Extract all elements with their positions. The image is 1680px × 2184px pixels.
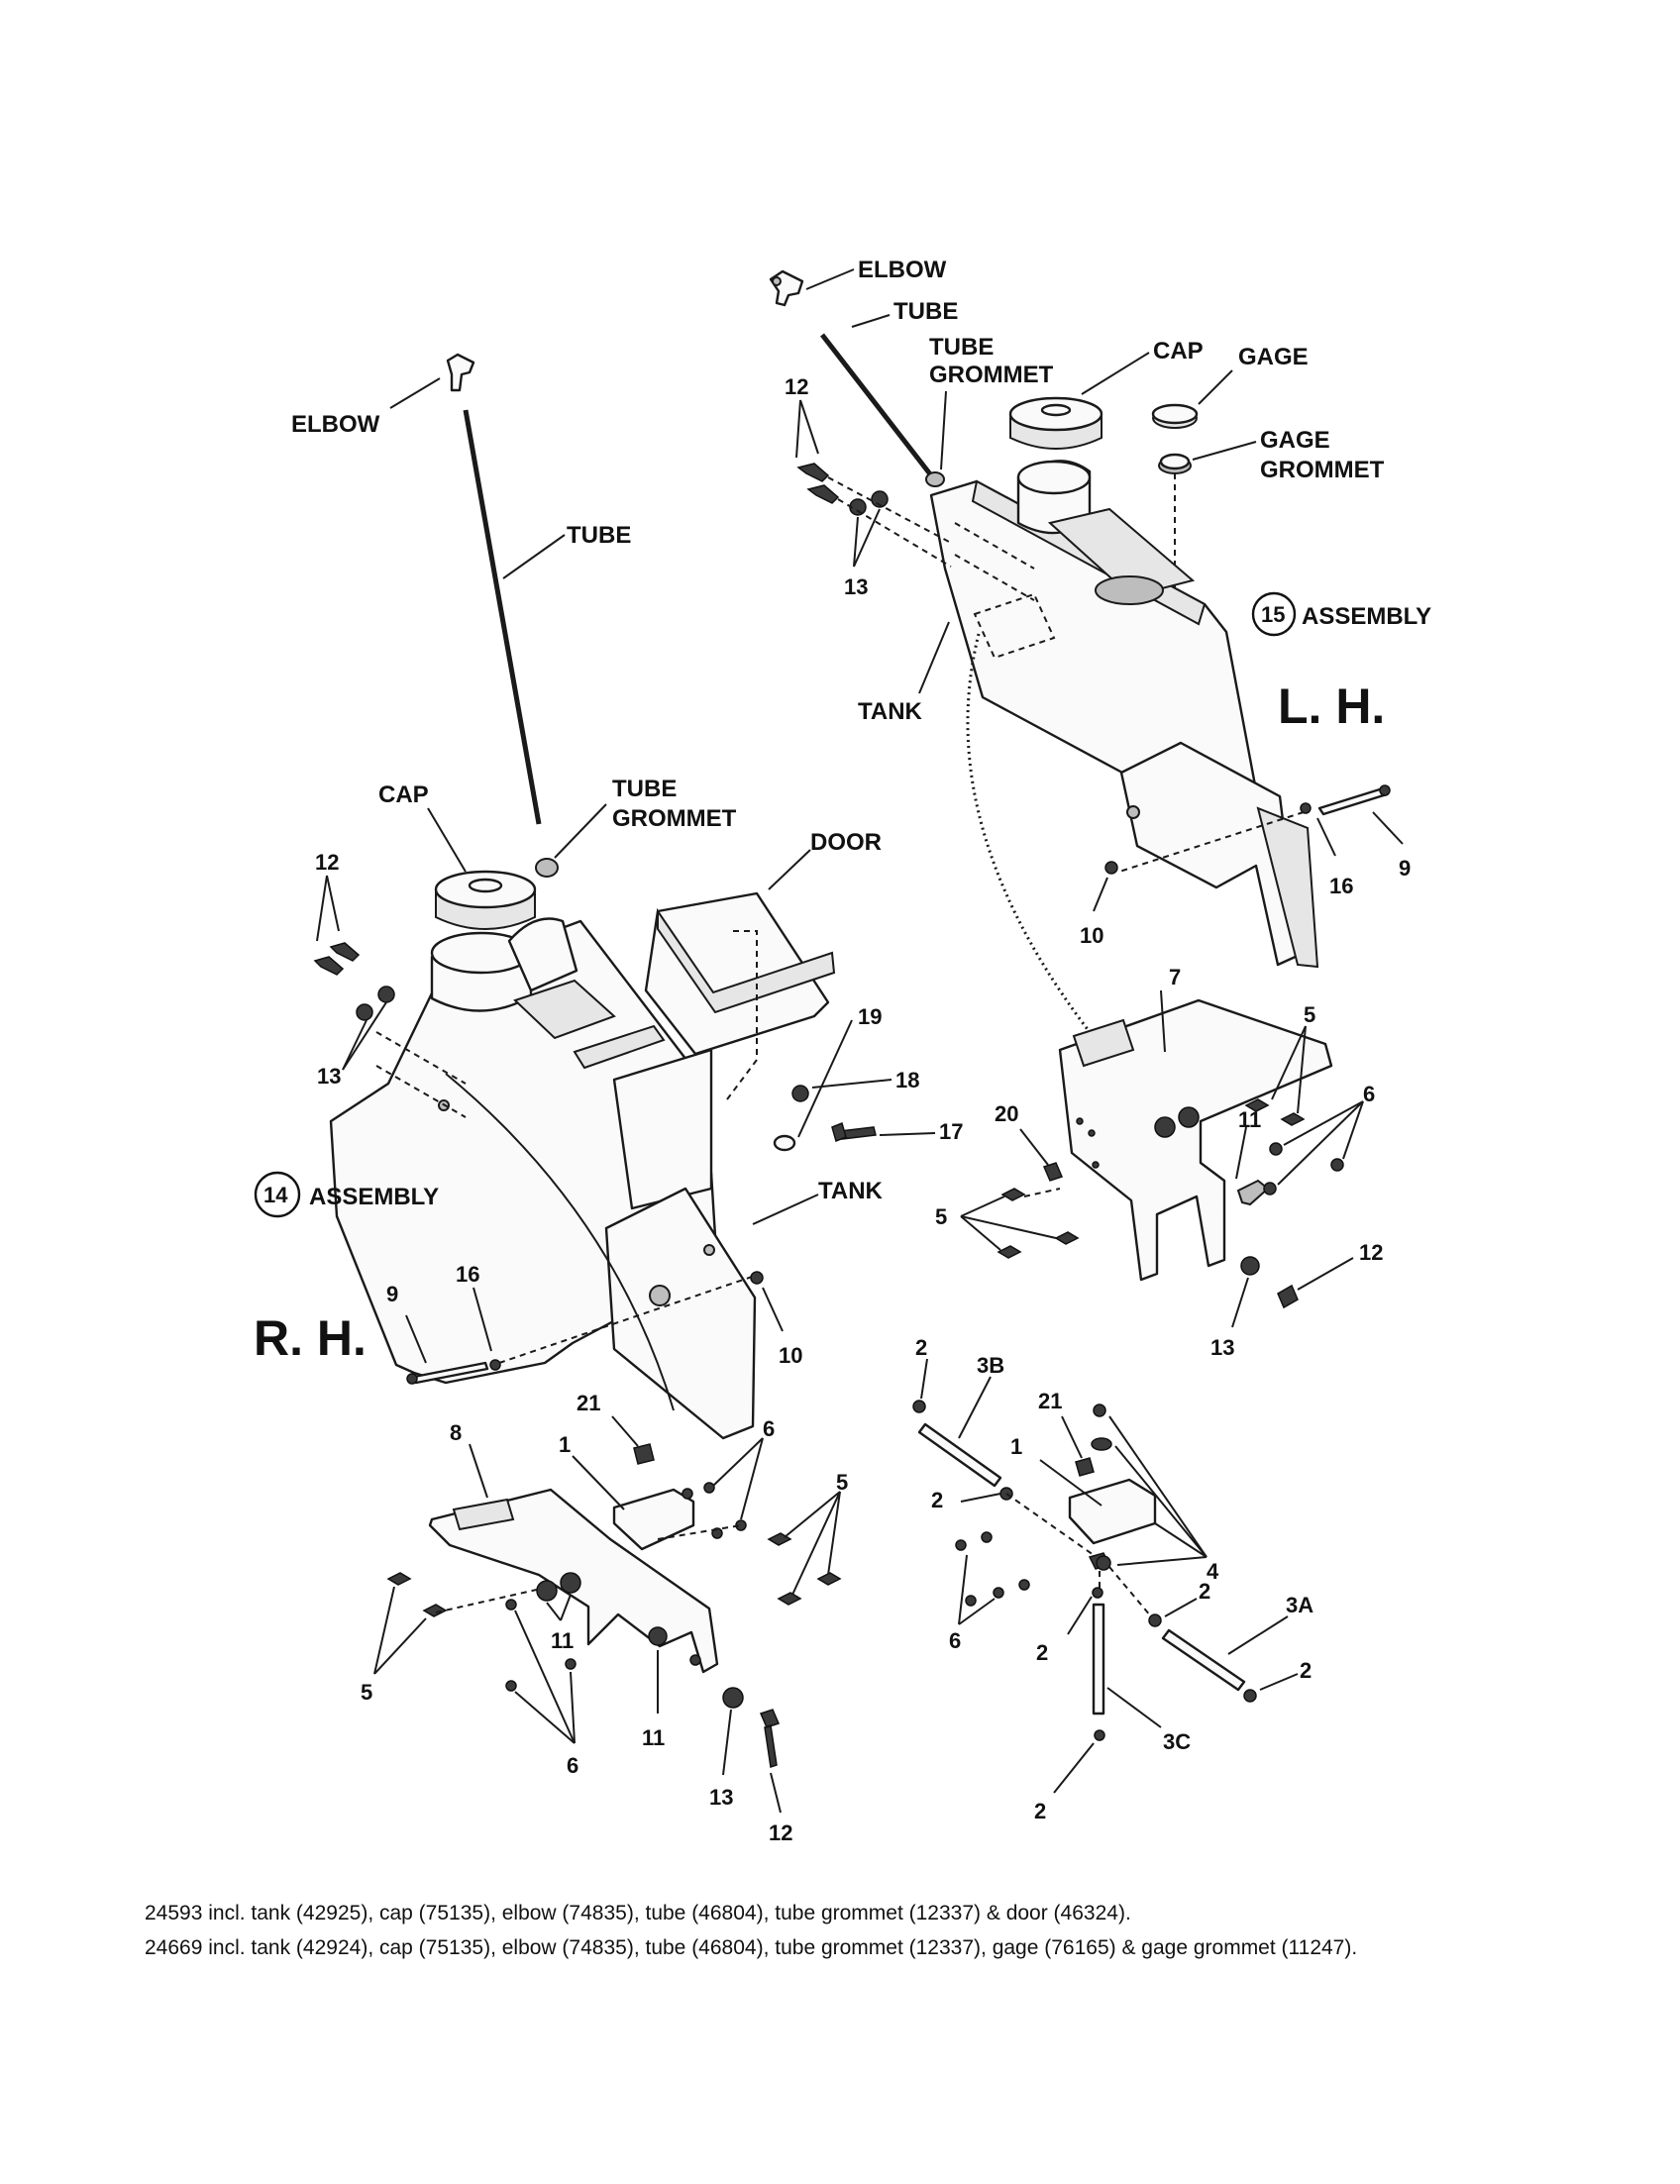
lh-callout-16: 16 <box>1329 874 1353 898</box>
callout-6-left: 6 <box>567 1753 578 1778</box>
callout-1-right: 1 <box>1010 1434 1022 1459</box>
callout-21-right: 21 <box>1038 1389 1062 1413</box>
bracket-8-group: 8 21 1 6 5 5 <box>361 1391 848 1845</box>
lh-elbow-label: ELBOW <box>858 257 947 283</box>
lh-gage-grommet-part <box>1158 453 1192 474</box>
bracket-8-part <box>428 1488 719 1674</box>
callout-4: 4 <box>1207 1559 1219 1584</box>
rh-door-part <box>644 891 836 1100</box>
lh-gage-grommet-label-1: GAGE <box>1260 427 1330 454</box>
bar-group: 2 3B 2 21 1 4 6 <box>912 1335 1313 1823</box>
lh-bolts-12 <box>796 463 952 568</box>
callout-19: 19 <box>858 1004 882 1029</box>
callout-5-upper: 5 <box>1304 1002 1315 1027</box>
rh-tank-part <box>329 917 757 1440</box>
rh-door-label: DOOR <box>810 829 882 856</box>
callout-12-right: 12 <box>1359 1240 1383 1265</box>
rh-cap-label: CAP <box>378 781 429 808</box>
callout-5-mid: 5 <box>935 1204 947 1229</box>
lh-gage-label: GAGE <box>1238 344 1309 370</box>
lh-callout-10: 10 <box>1080 923 1103 948</box>
callout-3a: 3A <box>1286 1593 1313 1617</box>
lh-assembly-badge: 15 ASSEMBLY <box>1251 591 1431 637</box>
lh-callout-12: 12 <box>785 374 808 399</box>
lh-cap-part <box>1008 396 1103 450</box>
callout-6-right: 6 <box>949 1628 961 1653</box>
callout-6-left-top: 6 <box>763 1416 775 1441</box>
callout-13-left: 13 <box>709 1785 733 1810</box>
callout-11-upper: 11 <box>1238 1107 1261 1132</box>
callout-11-left-a: 11 <box>551 1628 574 1653</box>
rh-tube-grommet-label-1: TUBE <box>612 776 677 802</box>
rh-assembly: ELBOW TUBE TUBE GROMMET CAP <box>254 353 963 1440</box>
callout-13-right: 13 <box>1210 1335 1234 1360</box>
callout-11-left-b: 11 <box>642 1725 665 1750</box>
bracket-1-right <box>1068 1478 1157 1571</box>
rh-cap-part <box>434 870 537 930</box>
rh-callout-12: 12 <box>315 850 339 875</box>
callout-18: 18 <box>895 1068 919 1092</box>
note-24593: 24593 incl. tank (42925), cap (75135), e… <box>145 1902 1131 1924</box>
callout-1-left: 1 <box>559 1432 571 1457</box>
note-24669: 24669 incl. tank (42924), cap (75135), e… <box>145 1936 1358 1959</box>
lh-gage-part <box>1151 403 1199 429</box>
lh-tube-grommet-label-2: GROMMET <box>929 362 1054 388</box>
callout-2-mid: 2 <box>931 1488 943 1512</box>
callout-21-left: 21 <box>577 1391 600 1415</box>
callout-20: 20 <box>995 1101 1018 1126</box>
lh-gage-grommet-label-2: GROMMET <box>1260 457 1385 483</box>
rh-elbow-part <box>446 353 475 392</box>
lh-cap-label: CAP <box>1153 338 1204 364</box>
rh-callout-9: 9 <box>386 1282 398 1306</box>
lh-assembly-label: ASSEMBLY <box>1302 603 1431 630</box>
rh-assembly-label: ASSEMBLY <box>309 1184 439 1210</box>
lh-callout-13: 13 <box>844 574 868 599</box>
callout-2-top: 2 <box>915 1335 927 1360</box>
callout-2-left-mid: 2 <box>1036 1640 1048 1665</box>
callout-17: 17 <box>939 1119 963 1144</box>
rh-callout-13: 13 <box>317 1064 341 1089</box>
rh-tube-label: TUBE <box>567 522 631 549</box>
callout-2-right-b: 2 <box>1300 1658 1312 1683</box>
lh-tube-grommet-label-1: TUBE <box>929 334 994 361</box>
bracket-7-group: 7 5 6 11 20 5 12 <box>935 965 1383 1360</box>
callout-7: 7 <box>1169 965 1181 989</box>
callout-5-left-right: 5 <box>836 1470 848 1495</box>
lh-pin-9 <box>1104 784 1391 875</box>
rh-assembly-badge: 14 ASSEMBLY <box>254 1171 439 1218</box>
callout-2-bottom: 2 <box>1034 1799 1046 1823</box>
bracket-7-part <box>1058 998 1333 1282</box>
lh-assembly: ELBOW TUBE TUBE GROMMET CAP GAGE <box>769 257 1431 1051</box>
lh-tank-label: TANK <box>858 698 923 725</box>
rh-callout-16: 16 <box>456 1262 479 1287</box>
lh-elbow-part <box>769 269 804 307</box>
rh-assembly-number: 14 <box>263 1183 288 1207</box>
rh-tank-label: TANK <box>818 1178 884 1204</box>
callout-6-upper: 6 <box>1363 1082 1375 1106</box>
rh-elbow-label: ELBOW <box>291 411 380 438</box>
callout-3b: 3B <box>977 1353 1004 1378</box>
rh-tube-grommet-label-2: GROMMET <box>612 805 737 832</box>
lh-tank-part <box>929 460 1319 969</box>
callout-5-left: 5 <box>361 1680 372 1705</box>
rh-pin-9 <box>406 1271 764 1385</box>
rh-side-label: R. H. <box>254 1310 367 1366</box>
lh-assembly-number: 15 <box>1261 602 1285 627</box>
callout-2-right-a: 2 <box>1199 1579 1210 1604</box>
rh-callout-10: 10 <box>779 1343 802 1368</box>
parts-notes: 24593 incl. tank (42925), cap (75135), e… <box>145 1898 1531 1967</box>
lh-tube-label: TUBE <box>893 298 958 325</box>
lh-callout-9: 9 <box>1399 856 1411 881</box>
callout-12-left: 12 <box>769 1820 792 1845</box>
callout-3c: 3C <box>1163 1729 1191 1754</box>
lh-side-label: L. H. <box>1278 678 1385 734</box>
callout-8: 8 <box>450 1420 462 1445</box>
